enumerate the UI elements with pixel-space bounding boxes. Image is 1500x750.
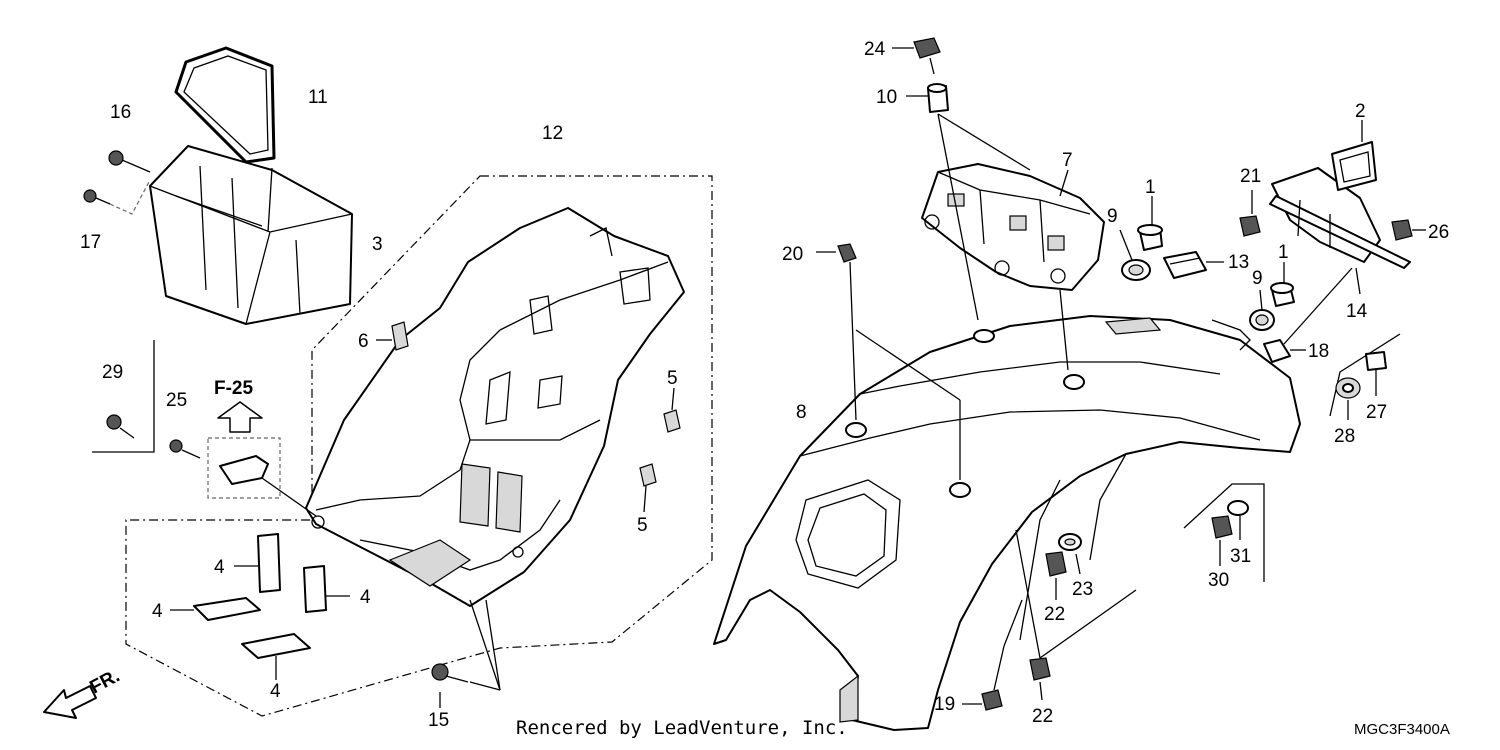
leader-16-17: [109, 179, 151, 215]
callout-22b: 22: [1032, 706, 1053, 727]
part-27-bolt: [1365, 351, 1387, 396]
callout-27: 27: [1366, 402, 1387, 423]
callout-7: 7: [1062, 150, 1073, 171]
part-28-washer: [1335, 377, 1361, 420]
part-14-license-bracket: [1269, 167, 1411, 345]
reference-f25: [207, 401, 317, 517]
callout-3: 3: [372, 234, 383, 255]
callout-28: 28: [1334, 426, 1355, 447]
part-11-lid-gasket: [174, 46, 276, 164]
part-8-rear-fender: [713, 315, 1301, 731]
part-24-bolt: [892, 37, 941, 75]
callout-21: 21: [1240, 166, 1261, 187]
callout-4d: 4: [270, 681, 281, 702]
callout-22a: 22: [1044, 604, 1065, 625]
reference-label: F-25: [214, 378, 254, 399]
callout-14: 14: [1346, 301, 1368, 322]
callout-26: 26: [1428, 222, 1449, 243]
callout-9a: 9: [1107, 206, 1118, 227]
callout-5b: 5: [637, 515, 648, 536]
callout-31: 31: [1230, 546, 1251, 567]
callout-10: 10: [876, 87, 897, 108]
callout-1a: 1: [1145, 177, 1156, 198]
part-19-bolt: [962, 599, 1023, 711]
part-10-collar: [906, 83, 1069, 371]
part-26-nut: [1391, 219, 1426, 241]
part-4-pad-c: [170, 597, 261, 621]
part-25-screw: [169, 439, 201, 459]
part-9-rubber-b: [1211, 289, 1275, 351]
callout-30: 30: [1208, 570, 1229, 591]
callout-19: 19: [934, 694, 955, 715]
callout-15: 15: [428, 710, 449, 731]
part-29-screw: [106, 414, 135, 439]
part-1-grommet-a: [1137, 196, 1163, 251]
callout-8: 8: [796, 402, 807, 423]
front-direction-arrow: [43, 685, 97, 719]
callout-18: 18: [1308, 341, 1329, 362]
part-5-nut-upper: [663, 387, 681, 433]
part-9-rubber-a: [1119, 229, 1151, 281]
callout-4b: 4: [360, 587, 371, 608]
part-23-washer: [1058, 533, 1082, 575]
assembly-outline: [125, 175, 713, 717]
part-1-grommet-b: [1270, 262, 1295, 307]
part-22-nut-lower: [1015, 529, 1137, 701]
callout-11: 11: [308, 87, 328, 108]
part-3-tool-box: [149, 145, 353, 325]
diagram-code: MGC3F3400A: [1354, 721, 1450, 738]
callout-16: 16: [110, 102, 131, 123]
part-5-nut-lower: [639, 463, 657, 513]
callout-4a: 4: [214, 557, 225, 578]
bracket-29: [92, 340, 155, 453]
part-22-nut-upper: [1045, 551, 1067, 600]
part-6-clip: [376, 321, 409, 351]
part-13-cushion: [1163, 251, 1224, 279]
callout-2: 2: [1355, 101, 1366, 122]
part-4-pad-d: [241, 633, 311, 680]
credit-text: Rencered by LeadVenture, Inc.: [516, 717, 848, 739]
callout-5a: 5: [667, 368, 678, 389]
callout-6: 6: [358, 331, 369, 352]
part-4-pad-b: [303, 565, 350, 613]
callout-20: 20: [782, 244, 803, 265]
part-21-nut: [1239, 190, 1261, 237]
callout-29: 29: [102, 362, 123, 383]
callout-24: 24: [864, 39, 886, 60]
part-17-screw: [83, 189, 111, 205]
part-4-pad-a: [234, 533, 281, 593]
callout-13: 13: [1228, 252, 1249, 273]
callout-25: 25: [166, 390, 187, 411]
part-15-bolt: [431, 599, 501, 708]
part-2-reflector: [1331, 120, 1377, 191]
callout-4c: 4: [152, 601, 163, 622]
part-30-nut: [1211, 515, 1233, 566]
callout-9b: 9: [1252, 268, 1263, 289]
callout-1b: 1: [1278, 242, 1289, 263]
callout-17: 17: [80, 232, 101, 253]
part-12-inner-fender: [305, 207, 685, 607]
part-20-bolt: [816, 243, 961, 480]
part-7-bracket: [921, 163, 1105, 291]
bracket-30-31: [1183, 483, 1265, 582]
callout-12: 12: [542, 123, 563, 144]
callout-23: 23: [1072, 579, 1093, 600]
part-31-washer: [1227, 500, 1249, 540]
part-18-cap: [1263, 339, 1306, 363]
part-16-bolt: [108, 150, 151, 173]
bracket-27-28: [1329, 333, 1401, 417]
